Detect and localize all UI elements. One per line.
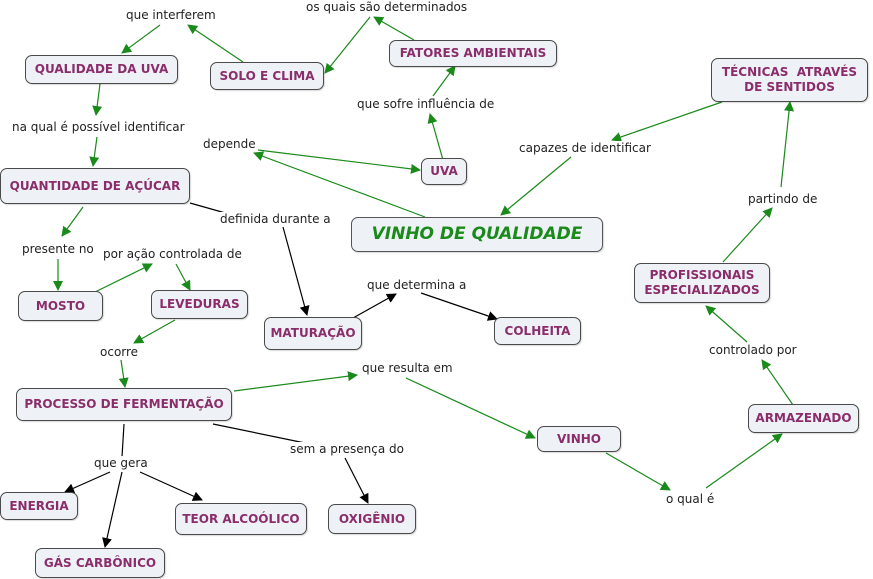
connector	[705, 433, 783, 489]
connector	[253, 151, 426, 218]
connector	[175, 263, 191, 291]
connector	[89, 136, 100, 167]
node-processo-de-fermentacao[interactable]: PROCESSO DE FERMENTAÇÃO	[16, 388, 232, 421]
connector	[780, 101, 795, 188]
link-o-qual-e: o qual é	[666, 492, 715, 506]
connector	[405, 377, 536, 439]
node-tecnicas-atraves-de-sentidos[interactable]: TÉCNICAS ATRAVÉS DE SENTIDOS	[711, 58, 868, 102]
link-que-determina: que determina a	[367, 278, 467, 292]
node-teor-alcoolico[interactable]: TEOR ALCOÓLICO	[175, 503, 307, 535]
connector	[133, 319, 176, 344]
connector	[373, 16, 415, 41]
connector	[324, 16, 371, 74]
link-que-sofre-influencia: que sofre influência de	[357, 97, 495, 111]
connector	[500, 156, 572, 216]
connector	[212, 423, 306, 444]
connector	[427, 113, 444, 161]
link-que-gera: que gera	[94, 456, 148, 470]
link-por-acao-controlada: por ação controlada de	[103, 247, 242, 261]
node-maturacao[interactable]: MATURAÇÃO	[264, 317, 362, 350]
node-gas-carbonico[interactable]: GÁS CARBÔNICO	[35, 548, 165, 578]
link-que-interferem: que interferem	[126, 8, 216, 22]
connector	[257, 149, 421, 174]
link-controlado-por: controlado por	[709, 343, 797, 357]
connector	[761, 359, 794, 406]
connector	[64, 471, 111, 493]
node-solo-e-clima[interactable]: SOLO E CLIMA	[210, 62, 324, 90]
node-uva[interactable]: UVA	[421, 158, 467, 185]
connector	[352, 293, 397, 319]
connector	[605, 452, 671, 491]
connector	[722, 207, 773, 263]
link-ocorre: ocorre	[100, 345, 139, 359]
node-mosto[interactable]: MOSTO	[18, 291, 103, 321]
connector	[92, 263, 153, 294]
node-profissionais-especializados[interactable]: PROFISSIONAIS ESPECIALIZADOS	[634, 263, 770, 303]
connector	[121, 423, 125, 458]
link-presente-no: presente no	[22, 242, 94, 256]
connector	[187, 24, 244, 63]
connector	[705, 305, 748, 343]
link-na-qual: na qual é possível identificar	[12, 120, 185, 134]
link-que-resulta-em: que resulta em	[362, 361, 453, 375]
link-sem-a-presenca: sem a presença do	[290, 442, 404, 456]
connector	[61, 206, 84, 237]
connector	[282, 226, 310, 316]
connector	[611, 101, 723, 142]
node-vinho[interactable]: VINHO	[537, 426, 621, 452]
node-colheita[interactable]: COLHEITA	[494, 317, 581, 345]
connector	[420, 292, 498, 321]
node-oxigenio[interactable]: OXIGÊNIO	[328, 504, 416, 534]
node-qualidade-da-uva[interactable]: QUALIDADE DA UVA	[25, 55, 178, 84]
connector	[92, 83, 103, 116]
node-quantidade-de-acucar[interactable]: QUANTIDADE DE AÇÚCAR	[0, 168, 190, 204]
link-os-quais-sao-determinados: os quais são determinados	[306, 0, 468, 14]
connector	[233, 371, 358, 392]
node-armazenado[interactable]: ARMAZENADO	[748, 404, 859, 433]
connector	[118, 359, 129, 388]
link-definida-durante: definida durante a	[220, 212, 331, 226]
connector	[102, 471, 123, 548]
connector	[432, 65, 456, 97]
connector	[121, 24, 161, 54]
link-depende: depende	[203, 137, 256, 151]
connector	[344, 457, 369, 504]
node-leveduras[interactable]: LEVEDURAS	[151, 290, 248, 319]
node-fatores-ambientais[interactable]: FATORES AMBIENTAIS	[389, 40, 557, 67]
link-partindo-de: partindo de	[748, 192, 818, 206]
node-vinho-de-qualidade[interactable]: VINHO DE QUALIDADE	[351, 217, 603, 252]
node-energia[interactable]: ENERGIA	[0, 492, 78, 520]
link-capazes-de-identificar: capazes de identificar	[519, 141, 651, 155]
connector	[139, 471, 203, 501]
